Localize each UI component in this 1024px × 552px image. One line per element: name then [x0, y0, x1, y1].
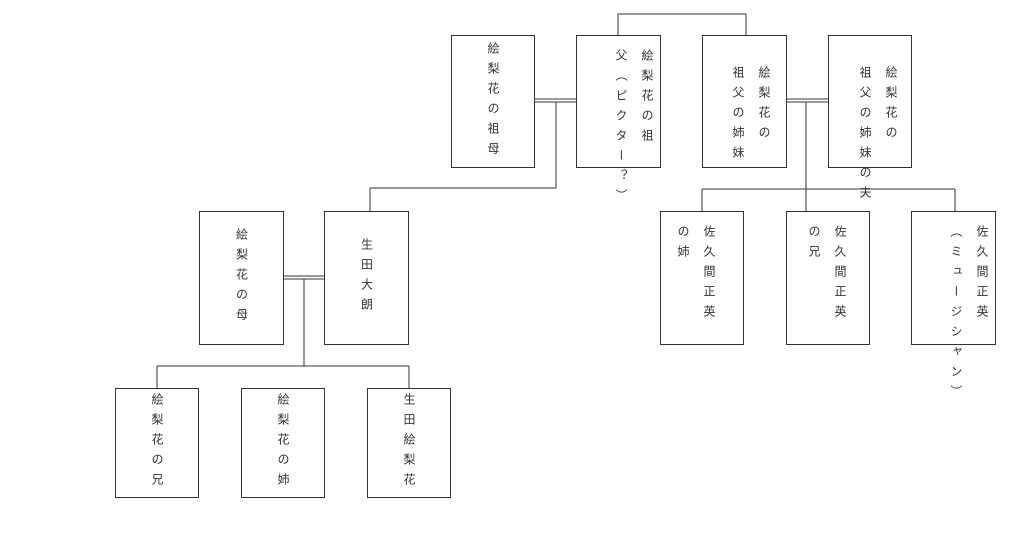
person-label: 絵梨花の祖母 [486, 41, 500, 162]
person-label: 絵梨花の兄 [150, 393, 164, 493]
person-erika-mother: 絵梨花の母 [199, 211, 284, 345]
person-erika-grandmother: 絵梨花の祖母 [451, 35, 535, 168]
person-label: 佐久間正英の兄 [807, 225, 847, 325]
person-label: 絵梨花の姉 [276, 393, 290, 493]
person-grandfather-sister: 絵梨花の祖父の姉妹 [702, 35, 787, 168]
person-ikuta-erika: 生田絵梨花 [367, 388, 451, 498]
top-sibling-bracket [617, 13, 747, 36]
person-sakuma-sister: 佐久間正英の姉 [660, 211, 744, 345]
person-label: 生田絵梨花 [402, 393, 416, 493]
person-label: 生田大朗 [359, 238, 374, 318]
person-sakuma-masahide: 佐久間正英（ミュージシャン） [911, 211, 996, 405]
person-sakuma-brother: 佐久間正英の兄 [786, 211, 870, 345]
person-label: 絵梨花の祖父（ピクター？） [614, 49, 654, 209]
person-erika-sister: 絵梨花の姉 [241, 388, 325, 498]
descent-line-grandparents [369, 102, 557, 212]
person-erika-grandfather: 絵梨花の祖父（ピクター？） [576, 35, 661, 209]
person-erika-brother: 絵梨花の兄 [115, 388, 199, 498]
person-grandfather-sister-husband: 絵梨花の祖父の姉妹の夫 [828, 35, 912, 206]
person-label: 絵梨花の祖父の姉妹の夫 [858, 66, 898, 206]
person-label: 絵梨花の母 [234, 228, 249, 328]
person-label: 絵梨花の祖父の姉妹 [731, 66, 771, 166]
person-label: 佐久間正英（ミュージシャン） [949, 225, 989, 405]
person-ikuta-taro: 生田大朗 [324, 211, 409, 345]
person-label: 佐久間正英の姉 [676, 225, 716, 325]
